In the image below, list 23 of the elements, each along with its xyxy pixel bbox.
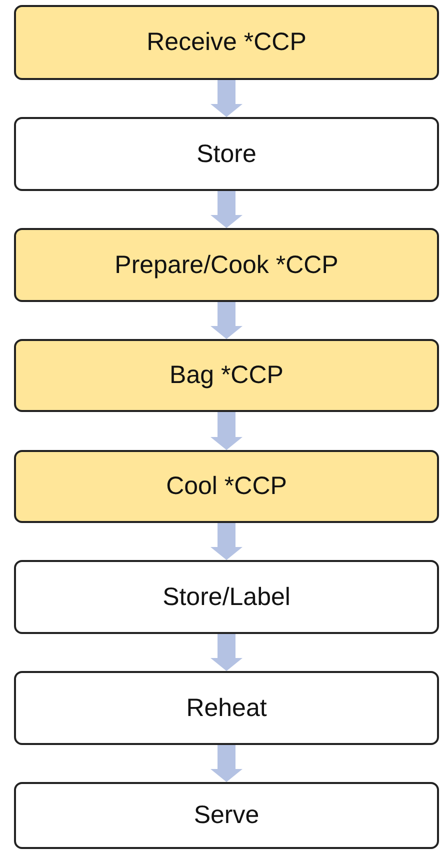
process-box xyxy=(14,117,439,191)
block-arrow xyxy=(210,634,242,671)
step-label: Receive *CCP xyxy=(146,28,306,57)
block-arrow xyxy=(210,80,242,117)
process-box xyxy=(14,782,439,849)
block-arrow xyxy=(210,412,242,450)
process-box xyxy=(14,671,439,745)
block-arrow xyxy=(210,745,242,782)
step-label: Store xyxy=(196,140,256,168)
process-box xyxy=(14,228,439,302)
block-arrow xyxy=(210,191,242,228)
block-arrow xyxy=(210,302,242,339)
step-label: Cool *CCP xyxy=(166,472,287,501)
step-label: Reheat xyxy=(186,694,267,722)
block-arrow xyxy=(210,523,242,560)
step-label: Store/Label xyxy=(162,582,290,612)
process-box xyxy=(14,5,439,80)
process-box xyxy=(14,339,439,412)
step-label: Serve xyxy=(194,801,260,830)
step-label: Bag *CCP xyxy=(170,361,284,390)
process-box xyxy=(14,560,439,634)
step-label: Prepare/Cook *CCP xyxy=(114,250,338,280)
process-box xyxy=(14,450,439,523)
